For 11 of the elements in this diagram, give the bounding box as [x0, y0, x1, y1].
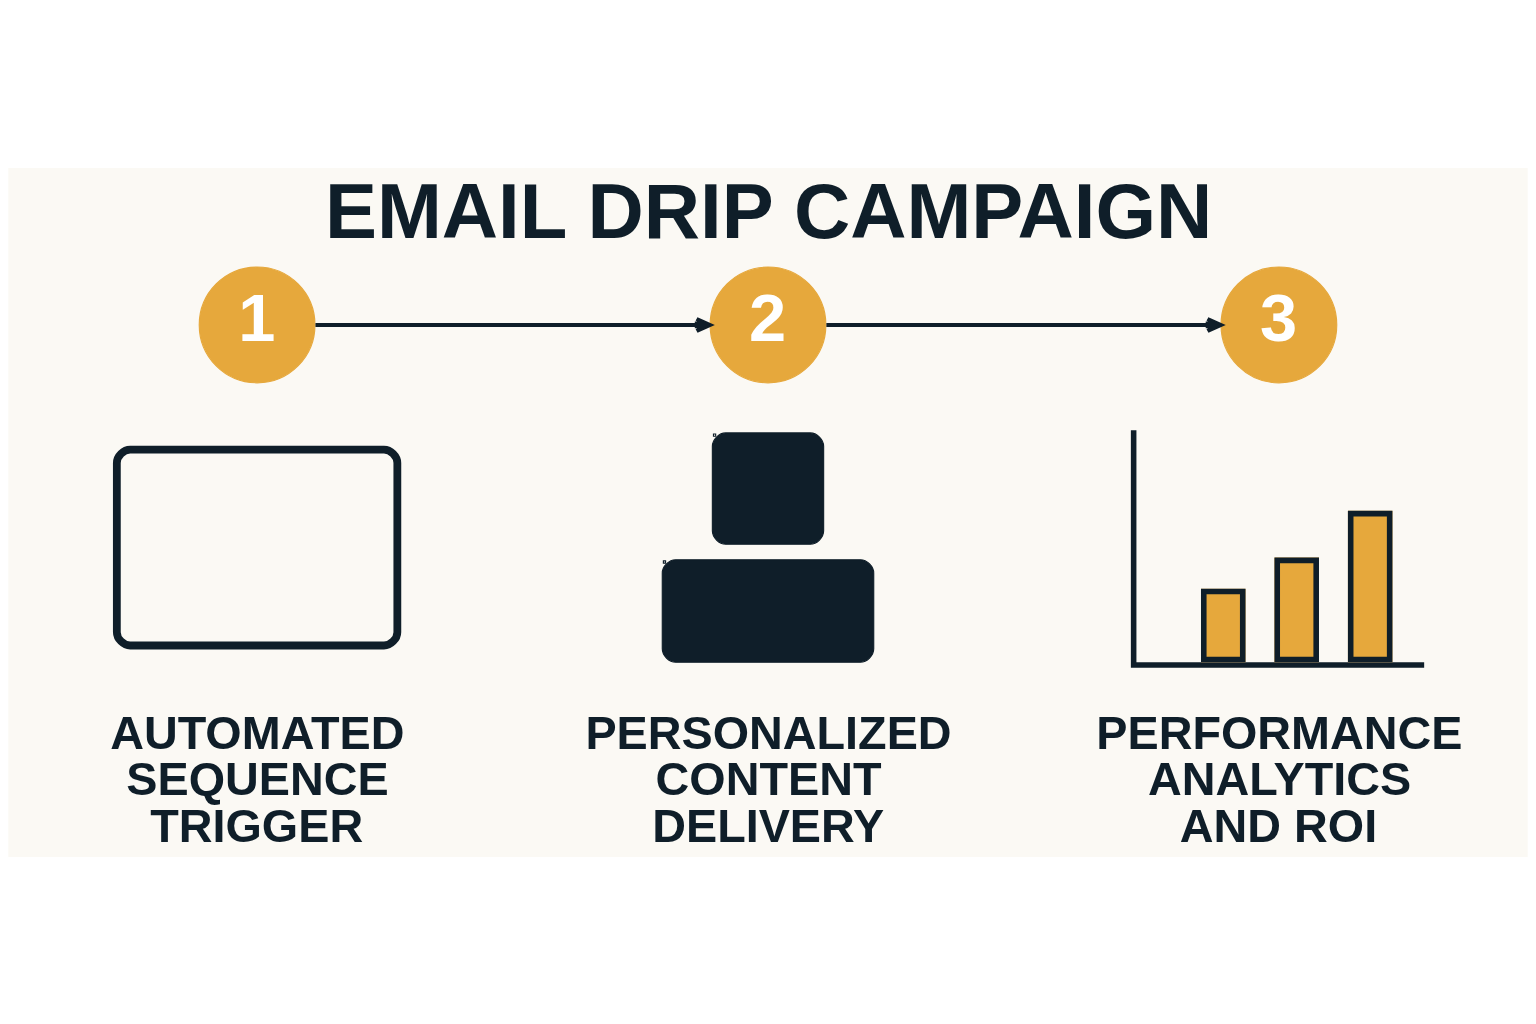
- node-label: AUTOMATED SEQUENCE TRIGGER: [110, 706, 405, 852]
- diagram-title: EMAIL DRIP CAMPAIGN: [324, 166, 1213, 255]
- arrow: [826, 316, 1223, 333]
- node-envelope: [112, 445, 402, 649]
- node-circle: 3: [1220, 266, 1338, 383]
- arrow: [315, 316, 713, 333]
- node-chart: [1130, 429, 1425, 668]
- node-label: PERSONALIZED CONTENT DELIVERY: [585, 706, 952, 852]
- node-circle: 1: [198, 266, 316, 383]
- node-label: PERFORMANCE ANALYTICS AND ROI: [1096, 706, 1463, 852]
- node-circle: 2: [709, 266, 827, 383]
